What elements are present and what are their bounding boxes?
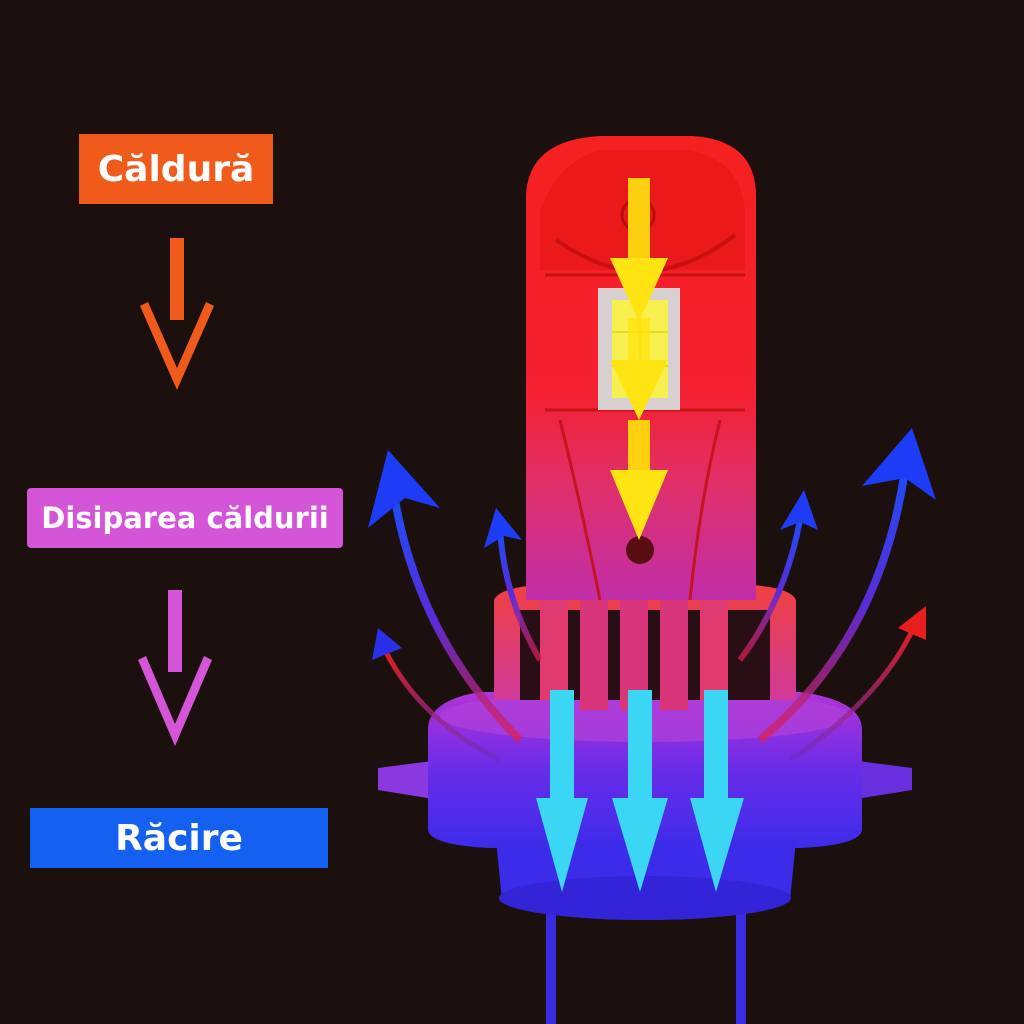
cool-flow-arrow [536,690,588,892]
airflow-arrow-icon [737,490,818,662]
heat-label: Căldură [97,148,255,190]
cool-flow-arrow [612,690,668,892]
arrow-down-icon [138,590,212,746]
dissipation-label-box [27,488,343,548]
cooling-label: Răcire [115,817,243,859]
cooling-label-box [30,808,328,868]
airflow-arrow-icon [788,606,926,763]
airflow-arrow-icon [484,508,543,662]
heat-label-box [79,134,273,204]
bulb-icon [378,136,912,1024]
dissipation-label: Disiparea căldurii [41,501,329,535]
arrow-down-icon [140,238,214,390]
airflow-arrow-icon [368,450,523,743]
airflow-arrow-icon [757,428,936,744]
airflow-arrow-icon [372,628,502,763]
heat-flow-arrow [610,178,668,540]
cool-flow-arrow [690,690,744,892]
